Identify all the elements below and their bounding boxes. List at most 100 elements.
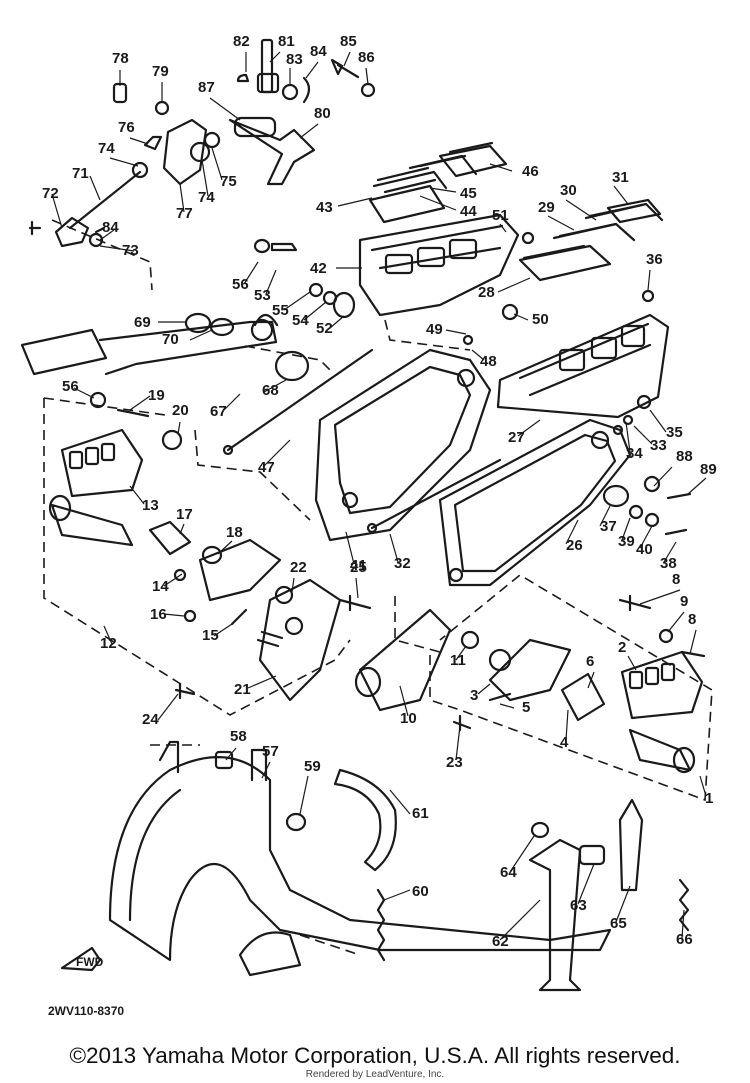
part-callout-78: 78 [112, 50, 129, 67]
leader-line [509, 835, 535, 873]
svg-text:FWD: FWD [76, 955, 104, 969]
leader-line [389, 789, 411, 815]
leader-line [389, 533, 399, 563]
leader-line [615, 885, 631, 923]
part-callout-36: 36 [646, 251, 663, 268]
leader-line [51, 193, 63, 229]
part-callout-43: 43 [316, 199, 333, 216]
leader-line [663, 541, 677, 563]
leader-line [283, 291, 311, 311]
leader-line [471, 349, 485, 361]
left-footrest [48, 428, 372, 702]
part-callout-76: 76 [118, 119, 135, 136]
copyright-notice: ©2013 Yamaha Motor Corporation, U.S.A. A… [69, 1043, 681, 1068]
part-callout-83: 83 [286, 51, 303, 68]
part-callout-16: 16 [150, 606, 167, 623]
leader-line [681, 909, 685, 939]
leader-line [109, 157, 139, 167]
part-callout-61: 61 [412, 805, 429, 822]
leader-line [699, 775, 707, 797]
leader-line [639, 525, 653, 549]
part-callout-85: 85 [340, 33, 357, 50]
leader-line [477, 683, 491, 695]
leader-line [329, 315, 345, 329]
leader-line [299, 123, 319, 139]
leader-line [189, 329, 213, 341]
part-callout-51: 51 [492, 207, 509, 224]
part-callout-26: 26 [566, 537, 583, 554]
leader-line [179, 523, 185, 535]
brake-pedal [20, 238, 356, 451]
leader-line [633, 425, 653, 445]
leader-line [649, 409, 667, 433]
part-callout-74: 74 [198, 189, 215, 206]
part-callout-77: 77 [176, 205, 193, 222]
part-callout-88: 88 [676, 448, 693, 465]
part-callout-74: 74 [98, 140, 115, 157]
leader-lines [51, 51, 707, 941]
leader-line [263, 379, 287, 393]
leader-line [225, 747, 237, 761]
part-callout-46: 46 [522, 163, 539, 180]
part-callout-72: 72 [42, 185, 59, 202]
part-callout-59: 59 [304, 758, 321, 775]
part-callout-68: 68 [262, 382, 279, 399]
leader-line [653, 466, 673, 487]
part-callout-3: 3 [470, 687, 478, 704]
leader-line [103, 625, 113, 645]
part-callout-27: 27 [508, 429, 525, 446]
rendered-by-notice: Rendered by LeadVenture, Inc. [305, 1069, 445, 1080]
leader-line [489, 163, 513, 172]
leader-line [157, 693, 179, 721]
part-callout-5: 5 [522, 699, 530, 716]
part-callout-14: 14 [152, 578, 169, 595]
leader-line [547, 215, 575, 231]
leader-line [337, 197, 373, 207]
part-callout-33: 33 [650, 437, 667, 454]
leader-line [345, 531, 355, 565]
rider-footboard [358, 141, 520, 317]
leader-line [303, 301, 327, 321]
diagram-code: 2WV110-8370 [48, 1004, 124, 1018]
part-callout-71: 71 [72, 165, 89, 182]
leader-line [89, 175, 101, 201]
part-callout-63: 63 [570, 897, 587, 914]
leader-line [627, 655, 637, 671]
right-footrest [354, 594, 706, 774]
leader-line [265, 269, 277, 295]
leader-line [565, 519, 579, 545]
part-callout-38: 38 [660, 555, 677, 572]
part-callout-41: 41 [350, 557, 367, 574]
leader-line [497, 277, 531, 293]
part-callout-69: 69 [134, 314, 151, 331]
part-callout-10: 10 [400, 710, 417, 727]
part-callout-21: 21 [234, 681, 251, 698]
part-callout-15: 15 [202, 627, 219, 644]
leader-line [687, 477, 707, 495]
leader-line [455, 725, 461, 761]
leader-line [299, 775, 309, 815]
leader-line [269, 51, 281, 63]
leader-line [163, 573, 183, 587]
leader-line [355, 577, 359, 599]
part-callout-50: 50 [532, 311, 549, 328]
part-callout-62: 62 [492, 933, 509, 950]
leader-line [647, 269, 651, 291]
part-callout-73: 73 [122, 242, 139, 259]
part-callout-37: 37 [600, 518, 617, 535]
leader-line [445, 329, 467, 335]
part-callout-67: 67 [210, 403, 227, 420]
leader-line [639, 589, 681, 605]
leader-line [455, 645, 467, 661]
part-callout-49: 49 [426, 321, 443, 338]
leader-line [129, 395, 151, 411]
part-callout-12: 12 [100, 635, 117, 652]
leader-line [201, 159, 209, 197]
leader-line [399, 685, 409, 717]
part-callout-29: 29 [538, 199, 555, 216]
part-callout-19: 19 [148, 387, 165, 404]
part-callout-58: 58 [230, 728, 247, 745]
part-callout-70: 70 [162, 331, 179, 348]
